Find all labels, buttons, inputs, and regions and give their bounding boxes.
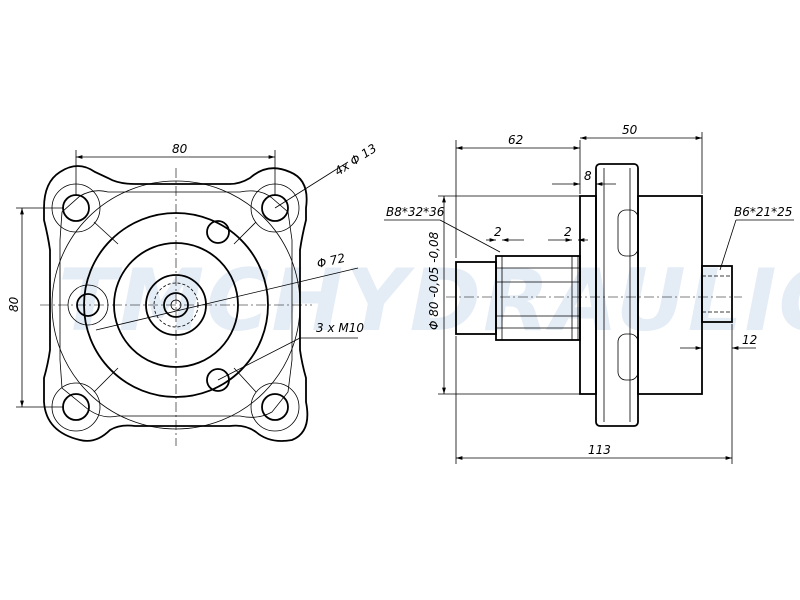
slot-upper: [617, 209, 639, 257]
dim-62-label: 62: [508, 133, 523, 147]
spline-groove: [571, 255, 579, 341]
right-shaft: [701, 265, 733, 323]
dim-height-label: 80: [7, 296, 21, 312]
hole-callout: 4x Φ 13: [332, 141, 379, 178]
leader-spline-right: [719, 219, 737, 271]
slot-lower: [617, 333, 639, 381]
leader-spline-left-b: [439, 219, 501, 253]
leader-thread: [217, 337, 301, 381]
spline-groove: [495, 255, 503, 341]
dim-gap-a-label: 2: [494, 225, 502, 239]
rib-line: [93, 221, 119, 245]
spline-left-callout: B8*32*36: [386, 205, 445, 219]
rib-line: [233, 221, 257, 245]
dim-8-label: 8: [584, 169, 592, 183]
mounting-hole-br: [261, 393, 289, 421]
dim-gap-b-label: 2: [564, 225, 572, 239]
thread-callout: 3 x M10: [316, 321, 364, 335]
hole-boss-br: [250, 382, 300, 432]
side-view: 62 50 8 B8*32*36 2 2 B6*21*25 12 Φ 8: [384, 123, 794, 464]
dim-50-label: 50: [622, 123, 638, 137]
spline-right-callout: B6*21*25: [734, 205, 792, 219]
thread-hole-top: [206, 220, 230, 244]
thread-hole-bottom: [206, 368, 230, 392]
diameter-callout: Φ 80 -0,05 -0,08: [427, 231, 441, 330]
dim-12-label: 12: [742, 333, 757, 347]
dim-width-label: 80: [172, 142, 188, 156]
dim-113-label: 113: [588, 443, 611, 457]
leader-pilot: [95, 267, 359, 331]
rib-line: [93, 367, 119, 393]
leader-hole: [274, 161, 349, 209]
pilot-callout: Φ 72: [316, 251, 347, 271]
rib-line: [233, 367, 257, 393]
